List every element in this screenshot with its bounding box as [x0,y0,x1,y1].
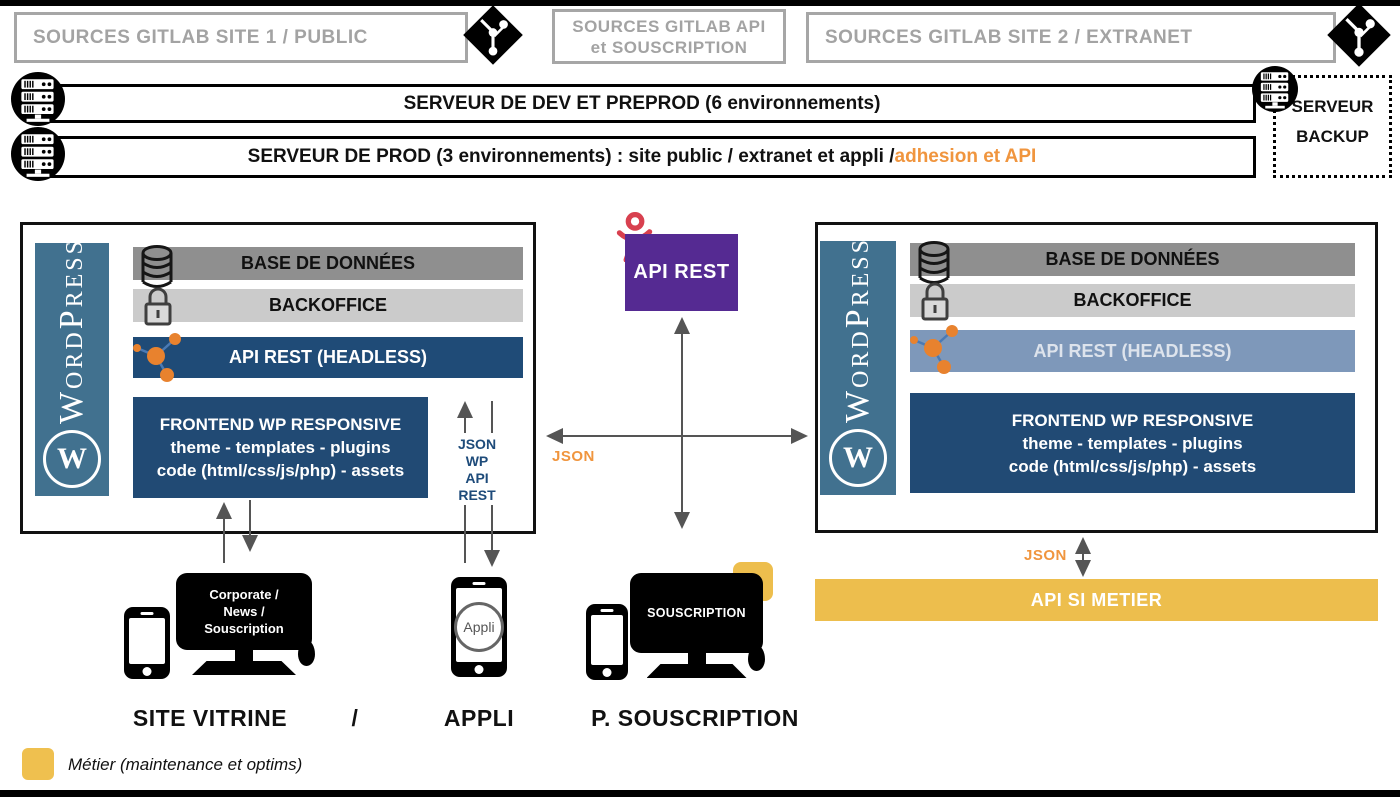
backoffice-bar-left: BACKOFFICE [133,289,523,322]
json-label-si-metier: JSON [1024,547,1067,564]
api-si-metier-label: API SI METIER [1030,589,1163,610]
frontend-line2: theme - templates - plugins [1022,433,1243,453]
wordpress-logo-icon: W [43,430,101,488]
server-backup-label-line1: SERVEUR [1291,97,1374,116]
phone-speaker [140,612,154,615]
git-icon [462,4,524,66]
phone-speaker [472,582,486,585]
frontend-box-left: FRONTEND WP RESPONSIVE theme - templates… [133,397,428,498]
phone-home-button [474,665,484,674]
server-prod-label-highlight: adhesion et API [894,146,1037,167]
wordpress-brand-text: WordPress [53,237,90,424]
bottom-border-strip [0,790,1400,797]
appli-link-rest: REST [458,487,496,503]
phone-screen [591,615,623,665]
sources-gitlab-site2-label: SOURCES GITLAB SITE 2 / EXTRANET [825,26,1193,48]
database-label: BASE DE DONNÉES [1045,249,1220,269]
database-bar-right: BASE DE DONNÉES [910,243,1355,276]
frontend-line1: FRONTEND WP RESPONSIVE [1011,410,1254,430]
souscription-screen-label: SOUSCRIPTION [647,606,746,620]
appli-link-protocol-stack: JSON WP API REST [446,436,508,504]
site-vitrine-label: SITE VITRINE [132,705,288,731]
wordpress-logo-icon: W [829,429,887,487]
legend-metier-swatch [22,748,54,780]
desktop-monitor-icon: SOUSCRIPTION [630,573,763,678]
phone-screen [129,618,165,664]
monitor-base [192,661,296,675]
backoffice-label: BACKOFFICE [1073,290,1192,310]
api-rest-headless-label: API REST (HEADLESS) [1033,340,1232,361]
database-bar-left: BASE DE DONNÉES [133,247,523,280]
frontend-line1: FRONTEND WP RESPONSIVE [159,415,402,434]
server-dev-preprod-label: SERVEUR DE DEV ET PREPROD (6 environneme… [403,92,881,114]
sources-gitlab-api-box: SOURCES GITLAB API et SOUSCRIPTION [552,9,786,64]
frontend-line3: code (html/css/js/php) - assets [1008,456,1257,476]
sources-gitlab-site1-label: SOURCES GITLAB SITE 1 / PUBLIC [33,26,368,48]
wordpress-brand-bar-left: WordPress W [35,238,109,496]
server-backup-label-line2: BACKUP [1296,127,1369,146]
appli-label: APPLI [443,705,515,731]
top-border-strip [0,0,1400,6]
monitor-stand [687,653,706,664]
lock-icon [138,282,178,328]
api-rest-headless-bar-left: API REST (HEADLESS) [133,337,523,378]
vitrine-screen-line1: Corporate / [209,587,279,602]
api-rest-label: API REST [633,261,730,283]
network-nodes-icon [130,326,190,388]
desktop-monitor-icon: Corporate / News / Souscription [176,573,312,675]
phone-speaker [600,609,614,612]
server-prod-row: SERVEUR DE PROD (3 environnements) : sit… [28,136,1256,178]
database-label: BASE DE DONNÉES [240,253,416,273]
server-icon [11,72,65,126]
vitrine-screen-line3: Souscription [204,621,284,636]
server-icon [1252,66,1298,112]
wordpress-brand-text: WordPress [839,236,876,423]
json-label-center: JSON [552,448,595,465]
smartphone-icon [586,604,628,680]
wordpress-brand-bar-right: WordPress W [820,237,896,495]
git-icon [1326,2,1392,68]
appli-smartphone-icon: Appli [451,577,507,677]
sources-gitlab-api-label-line1: SOURCES GITLAB API [572,16,766,36]
smartphone-icon [124,607,170,679]
backoffice-bar-right: BACKOFFICE [910,284,1355,317]
frontend-line3: code (html/css/js/php) - assets [156,461,405,480]
network-nodes-icon [907,318,967,380]
lock-icon [915,277,955,323]
label-separator: / [351,705,359,731]
server-prod-label: SERVEUR DE PROD (3 environnements) : sit… [247,146,895,167]
backoffice-label: BACKOFFICE [269,295,387,315]
mouse-icon [748,645,765,671]
p-souscription-label: P. SOUSCRIPTION [591,705,799,731]
api-si-metier-bar: API SI METIER [815,579,1378,621]
api-rest-box: API REST [625,234,738,311]
sources-gitlab-site1-box: SOURCES GITLAB SITE 1 / PUBLIC [14,12,468,63]
api-rest-headless-bar-right: API REST (HEADLESS) [910,330,1355,372]
monitor-stand [235,650,253,661]
appli-link-json: JSON [457,436,497,452]
server-dev-preprod-row: SERVEUR DE DEV ET PREPROD (6 environneme… [28,84,1256,123]
legend-metier-label: Métier (maintenance et optims) [68,755,303,774]
api-rest-headless-label: API REST (HEADLESS) [228,347,428,367]
server-icon [11,127,65,181]
appli-link-wp: WP [465,453,489,469]
phone-home-button [142,667,152,676]
frontend-box-right: FRONTEND WP RESPONSIVE theme - templates… [910,393,1355,493]
phone-home-button [602,668,612,677]
sources-gitlab-api-label-line2: et SOUSCRIPTION [590,37,748,57]
monitor-base [646,664,747,678]
server-backup-box: SERVEUR BACKUP [1273,75,1392,178]
appli-screen-label: Appli [454,602,504,652]
monitor-screen: SOUSCRIPTION [630,573,763,653]
vitrine-screen-line2: News / [223,604,265,619]
sources-gitlab-site2-box: SOURCES GITLAB SITE 2 / EXTRANET [806,12,1336,63]
appli-link-api: API [465,470,489,486]
mouse-icon [298,640,315,666]
frontend-line2: theme - templates - plugins [170,438,391,457]
monitor-screen: Corporate / News / Souscription [176,573,312,650]
